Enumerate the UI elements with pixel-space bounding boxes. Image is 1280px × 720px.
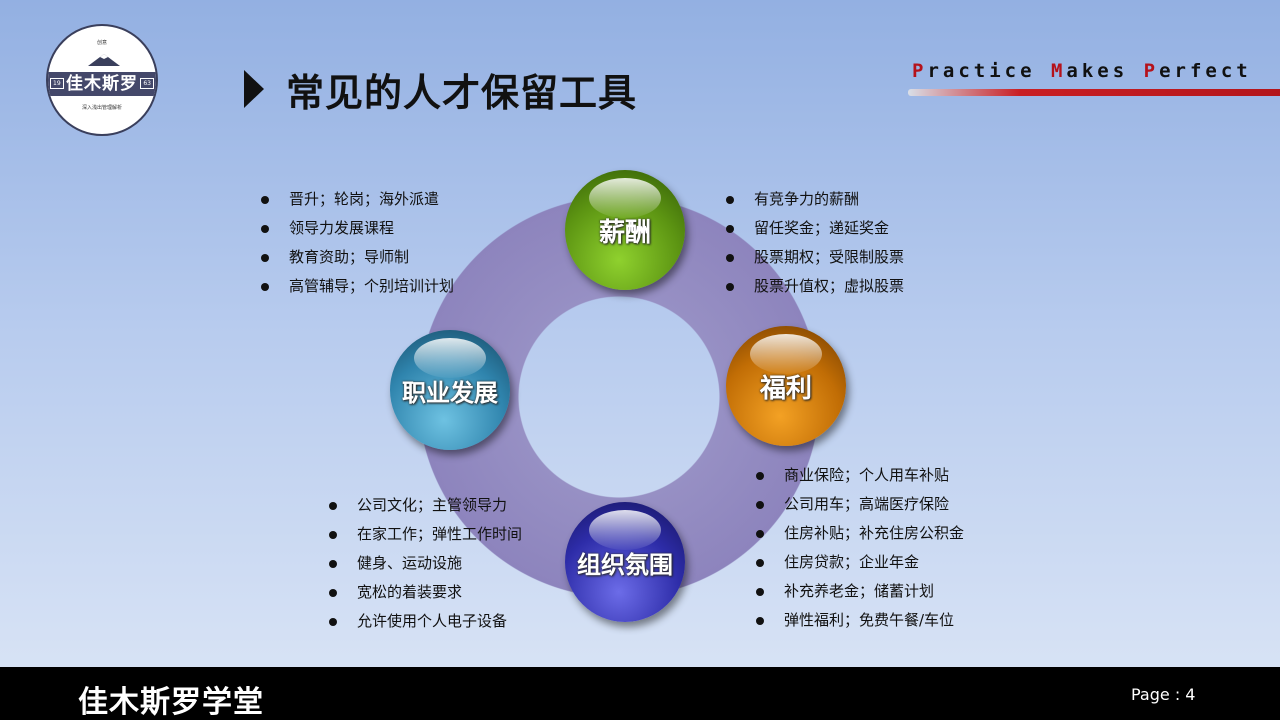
tagline-rest: akes	[1066, 60, 1144, 82]
tagline-rest: erfect	[1159, 60, 1252, 82]
list-item: 晋升；轮岗；海外派遣	[261, 185, 454, 214]
node-label: 组织氛围	[577, 550, 673, 579]
logo-name: 佳木斯罗	[48, 72, 156, 96]
list-item: 公司用车；高端医疗保险	[756, 490, 964, 519]
tagline-underline	[908, 89, 1280, 96]
node-label: 福利	[759, 373, 812, 404]
title-arrow-icon	[244, 70, 264, 108]
list-item: 在家工作；弹性工作时间	[329, 520, 522, 549]
company-logo: 创意 佳木斯罗 19 63 深入浅出管理解析	[46, 24, 158, 136]
footer-title: 佳木斯罗学堂	[78, 685, 264, 720]
list-item: 教育资助；导师制	[261, 243, 454, 272]
mountain-icon	[88, 54, 120, 66]
list-item: 健身、运动设施	[329, 549, 522, 578]
list-item: 住房贷款；企业年金	[756, 548, 964, 577]
logo-subtitle: 深入浅出管理解析	[81, 105, 122, 111]
compensation-list: 有竞争力的薪酬 留任奖金；递延奖金 股票期权；受限制股票 股票升值权；虚拟股票	[726, 185, 904, 301]
list-item: 住房补贴；补充住房公积金	[756, 519, 964, 548]
career-development-list: 晋升；轮岗；海外派遣 领导力发展课程 教育资助；导师制 高管辅导；个别培训计划	[261, 185, 454, 301]
list-item: 高管辅导；个别培训计划	[261, 272, 454, 301]
logo-year-left: 19	[50, 78, 64, 89]
node-organization-climate: 组织氛围	[565, 502, 685, 622]
organization-climate-list: 公司文化；主管领导力 在家工作；弹性工作时间 健身、运动设施 宽松的着装要求 允…	[329, 491, 522, 636]
tagline-rest: ractice	[927, 60, 1051, 82]
node-career-development: 职业发展	[390, 330, 510, 450]
list-item: 留任奖金；递延奖金	[726, 214, 904, 243]
list-item: 股票期权；受限制股票	[726, 243, 904, 272]
benefits-list: 商业保险；个人用车补贴 公司用车；高端医疗保险 住房补贴；补充住房公积金 住房贷…	[756, 461, 964, 635]
tagline: Practice Makes Perfect	[912, 60, 1252, 82]
page-number: Page : 4	[1131, 685, 1196, 704]
node-label: 薪酬	[598, 217, 651, 248]
page-title: 常见的人才保留工具	[286, 71, 638, 115]
list-item: 有竞争力的薪酬	[726, 185, 904, 214]
node-benefits: 福利	[726, 326, 846, 446]
tagline-cap: P	[1143, 60, 1160, 82]
list-item: 商业保险；个人用车补贴	[756, 461, 964, 490]
logo-year-right: 63	[140, 78, 154, 89]
list-item: 补充养老金；储蓄计划	[756, 577, 964, 606]
tagline-cap: P	[912, 60, 928, 82]
node-label: 职业发展	[402, 378, 498, 407]
list-item: 允许使用个人电子设备	[329, 607, 522, 636]
node-compensation: 薪酬	[565, 170, 685, 290]
list-item: 领导力发展课程	[261, 214, 454, 243]
list-item: 股票升值权；虚拟股票	[726, 272, 904, 301]
logo-top-text: 创意	[96, 40, 107, 46]
tagline-cap: M	[1050, 60, 1067, 82]
list-item: 公司文化；主管领导力	[329, 491, 522, 520]
footer-bar: 佳木斯罗学堂 Page : 4	[0, 667, 1280, 720]
list-item: 宽松的着装要求	[329, 578, 522, 607]
list-item: 弹性福利；免费午餐/车位	[756, 606, 964, 635]
